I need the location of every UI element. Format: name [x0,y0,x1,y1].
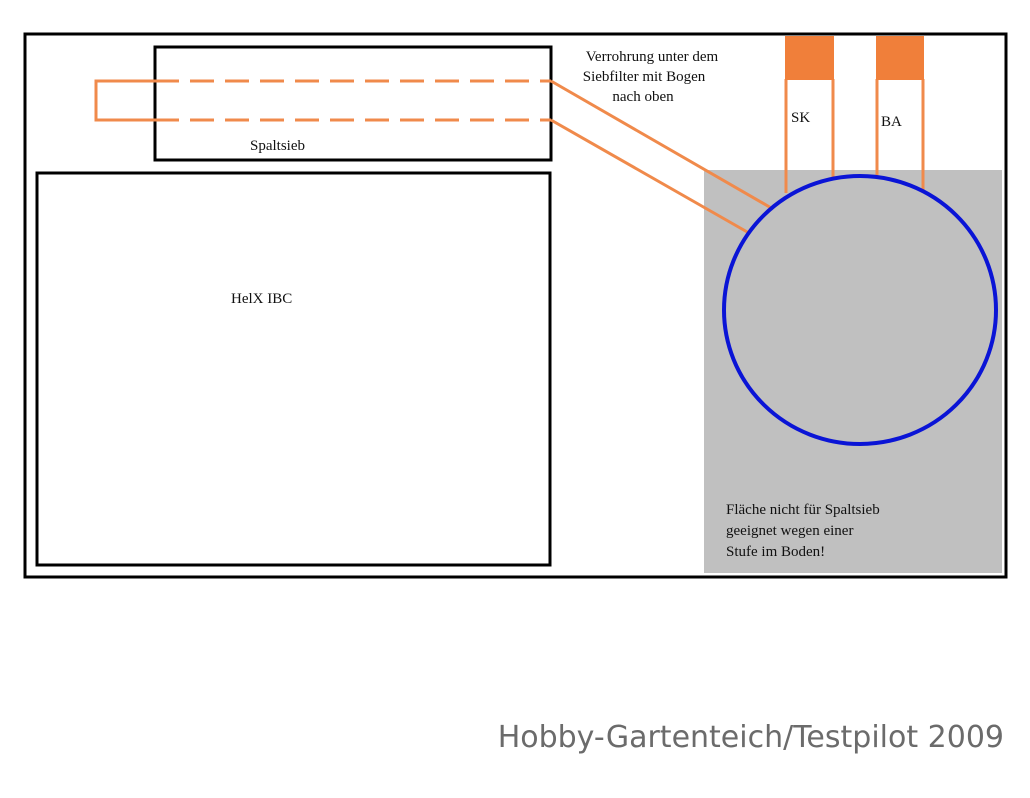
sk-label: SK [791,110,810,126]
pipe-to-pond-lower [550,118,750,235]
spaltsieb-box [153,45,553,162]
area-note-line-2: geeignet wegen einer [726,523,853,539]
pipe-note-line-3: nach oben [612,89,674,105]
pipe-note-line-2: Siebfilter mit Bogen [583,69,706,85]
outer-frame [23,32,1008,579]
spaltsieb-label: Spaltsieb [250,138,305,154]
area-note-line-1: Fläche nicht für Spaltsieb [726,502,880,518]
area-note-line-3: Stufe im Boden! [726,544,825,560]
unsuitable-floor-area [704,170,1002,573]
ba-label: BA [881,114,902,130]
pond-circle [722,174,998,446]
pipe-to-pond-upper [550,79,774,211]
pipe-note-line-1: Verrohrung unter dem [586,49,719,65]
sk-pipe-cap [785,36,834,80]
inlet-pipe-bend [94,79,155,122]
ba-pipe-cap [876,36,924,80]
helix-ibc-label: HelX IBC [231,291,292,307]
helix-ibc-box [35,171,552,567]
pipework [94,79,925,235]
image-credit: Hobby-Gartenteich/Testpilot 2009 [497,720,1004,755]
